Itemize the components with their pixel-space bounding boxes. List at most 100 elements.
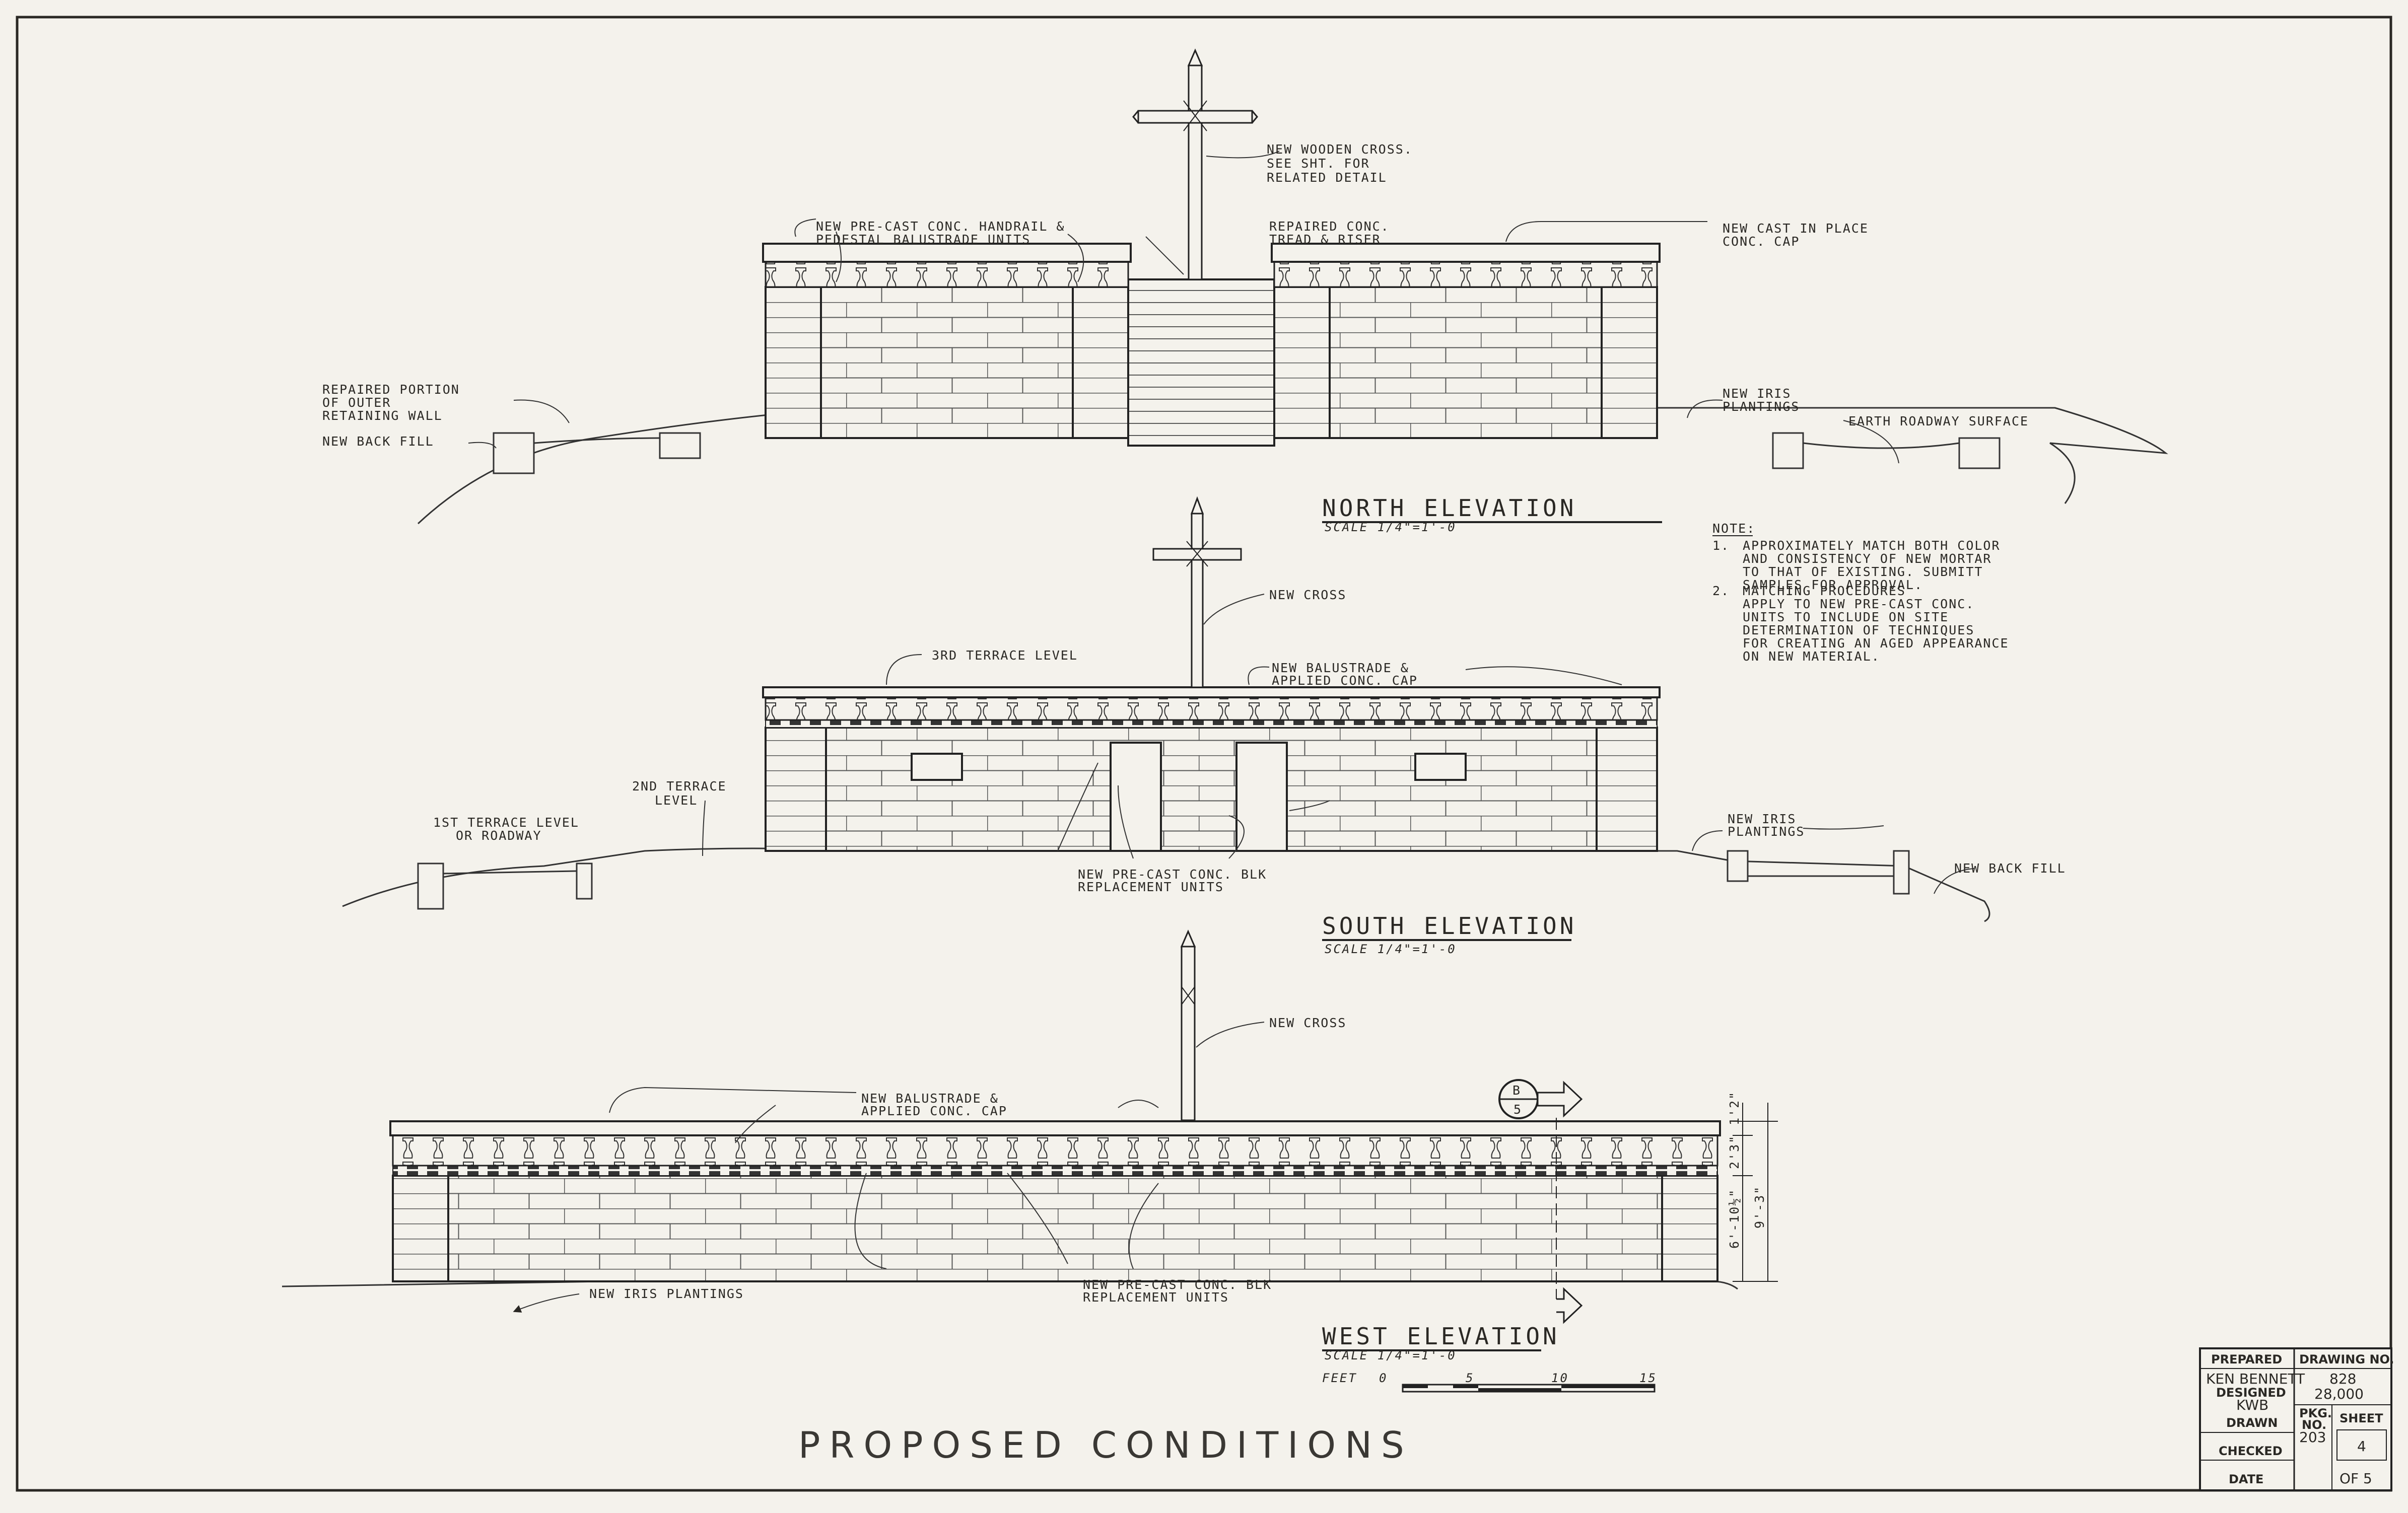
tb-drawing-no-2: 28,000 bbox=[2314, 1386, 2364, 1402]
north-label-repaired-2: OF OUTER bbox=[322, 395, 391, 410]
south-label-terrace2-2: LEVEL bbox=[655, 793, 698, 808]
north-elevation: NEW WOODEN CROSS. SEE SHT. FOR RELATED D… bbox=[322, 48, 2168, 534]
tb-drawing-no-1: 828 bbox=[2329, 1371, 2356, 1387]
tb-pkg-label-1: PKG. bbox=[2299, 1406, 2332, 1420]
south-label-iris-1: NEW IRIS bbox=[1728, 812, 1796, 826]
west-label-balustrade-2: APPLIED CONC. CAP bbox=[861, 1104, 1007, 1118]
note-number-2: 2. bbox=[1712, 584, 1730, 598]
west-label-balustrade-1: NEW BALUSTRADE & bbox=[861, 1091, 999, 1106]
south-window-left bbox=[911, 753, 963, 781]
tb-drawn-label: DRAWN bbox=[2226, 1416, 2278, 1430]
south-label-terrace1-2: OR ROADWAY bbox=[456, 828, 542, 843]
north-label-earth: EARTH ROADWAY SURFACE bbox=[1848, 414, 2029, 428]
south-label-blk-1: NEW PRE-CAST CONC. BLK bbox=[1078, 867, 1267, 882]
section-marker-sheet: 5 bbox=[1513, 1102, 1522, 1117]
south-label-balustrade-1: NEW BALUSTRADE & bbox=[1272, 661, 1409, 675]
tb-designer: KWB bbox=[2236, 1397, 2268, 1413]
west-elevation: B 5 1'2" 2'3" 6'-10½" 9'-3" NEW CROSS NE… bbox=[282, 929, 1778, 1362]
south-terrace-post-left bbox=[417, 862, 444, 910]
north-label-cap-1: NEW CAST IN PLACE bbox=[1723, 221, 1869, 236]
tb-prepared-label: PREPARED bbox=[2211, 1352, 2282, 1366]
south-label-terrace2-1: 2ND TERRACE bbox=[632, 779, 727, 794]
north-label-repaired-3: RETAINING WALL bbox=[322, 408, 443, 423]
south-label-cross: NEW CROSS bbox=[1269, 588, 1346, 602]
tb-date-label: DATE bbox=[2229, 1472, 2263, 1486]
south-terrace-post-right bbox=[1727, 850, 1749, 882]
west-label-blk-2: REPLACEMENT UNITS bbox=[1083, 1290, 1229, 1305]
west-scale: SCALE 1/4"=1'-0 bbox=[1325, 1348, 1457, 1362]
note-heading: NOTE: bbox=[1712, 521, 1755, 536]
north-label-iris-1: NEW IRIS bbox=[1723, 386, 1791, 401]
tb-checked-label: CHECKED bbox=[2219, 1444, 2283, 1458]
note-line-3: TO THAT OF EXISTING. SUBMITT bbox=[1743, 564, 1983, 579]
south-label-balustrade-2: APPLIED CONC. CAP bbox=[1272, 673, 1418, 688]
south-elevation: NEW CROSS 3RD TERRACE LEVEL NEW BALUSTRA… bbox=[342, 496, 2066, 956]
north-retaining-wall-right bbox=[1772, 432, 1804, 469]
dim-cap-height: 1'2" bbox=[1727, 1091, 1742, 1125]
tb-drawing-no-label: DRAWING NO. bbox=[2299, 1352, 2394, 1366]
west-label-iris: NEW IRIS PLANTINGS bbox=[589, 1286, 744, 1301]
tb-sheet-no: 4 bbox=[2357, 1438, 2366, 1455]
north-label-cap-2: CONC. CAP bbox=[1723, 234, 1800, 249]
north-label-repaired-1: REPAIRED PORTION bbox=[322, 382, 460, 397]
sheet-border bbox=[16, 16, 2392, 1492]
dim-total-height: 9'-3" bbox=[1752, 1186, 1767, 1229]
north-label-cross-1: NEW WOODEN CROSS. bbox=[1267, 142, 1413, 157]
west-label-cross: NEW CROSS bbox=[1269, 1016, 1346, 1030]
south-label-terrace3: 3RD TERRACE LEVEL bbox=[932, 648, 1078, 663]
north-right-wall bbox=[1273, 286, 1658, 439]
south-window-right bbox=[1414, 753, 1467, 781]
north-label-iris-2: PLANTINGS bbox=[1723, 399, 1800, 414]
south-title: SOUTH ELEVATION bbox=[1322, 912, 1576, 940]
graphic-scale-bar: FEET 0 5 10 15 bbox=[1322, 1371, 1657, 1393]
note-number-1: 1. bbox=[1712, 538, 1730, 553]
north-label-handrail-2: PEDESTAL BALUSTRADE UNITS bbox=[816, 232, 1030, 247]
note-line-10: ON NEW MATERIAL. bbox=[1743, 649, 1880, 664]
general-notes: NOTE: 1. APPROXIMATELY MATCH BOTH COLOR … bbox=[1712, 521, 2009, 664]
note-line-9: FOR CREATING AN AGED APPEARANCE bbox=[1743, 636, 2009, 651]
south-label-terrace1-1: 1ST TERRACE LEVEL bbox=[433, 815, 579, 830]
south-cross bbox=[1152, 496, 1242, 688]
north-title: NORTH ELEVATION bbox=[1322, 494, 1576, 522]
note-line-2: AND CONSISTENCY OF NEW MORTAR bbox=[1743, 551, 1992, 566]
section-marker: B 5 bbox=[1498, 1079, 1583, 1324]
south-label-iris-2: PLANTINGS bbox=[1728, 824, 1805, 839]
north-cap-right bbox=[1271, 243, 1661, 263]
north-label-cross-3: RELATED DETAIL bbox=[1267, 170, 1387, 185]
tb-sheet-of: OF 5 bbox=[2340, 1470, 2372, 1487]
scale-bar-tick-10: 10 bbox=[1551, 1371, 1569, 1385]
scale-bar-tick-15: 15 bbox=[1639, 1371, 1657, 1385]
north-stairs bbox=[1127, 278, 1275, 447]
note-line-6: APPLY TO NEW PRE-CAST CONC. bbox=[1743, 597, 1974, 611]
west-label-blk-1: NEW PRE-CAST CONC. BLK bbox=[1083, 1277, 1272, 1292]
north-label-cross-2: SEE SHT. FOR bbox=[1267, 156, 1370, 171]
south-label-backfill: NEW BACK FILL bbox=[1954, 861, 2066, 876]
west-cap bbox=[389, 1120, 1721, 1136]
note-line-5: MATCHING PROCEDURES bbox=[1743, 584, 1906, 598]
west-main-wall bbox=[392, 1175, 1718, 1282]
scale-bar-tick-0: 0 bbox=[1379, 1371, 1388, 1385]
west-cross bbox=[1180, 929, 1196, 1121]
north-label-tread-1: REPAIRED CONC. bbox=[1269, 219, 1390, 234]
title-block: PREPARED DRAWING NO. KEN BENNETT DESIGNE… bbox=[2199, 1347, 2394, 1491]
north-cross bbox=[1132, 48, 1258, 280]
dim-wall-height: 6'-10½" bbox=[1727, 1189, 1742, 1249]
north-label-backfill: NEW BACK FILL bbox=[322, 434, 434, 449]
north-label-handrail-1: NEW PRE-CAST CONC. HANDRAIL & bbox=[816, 219, 1065, 234]
note-line-4: SAMPLES FOR APPROVAL. bbox=[1743, 578, 1923, 592]
scale-bar-label: FEET bbox=[1322, 1371, 1357, 1385]
tb-designed-label: DESIGNED bbox=[2216, 1386, 2286, 1400]
west-title: WEST ELEVATION bbox=[1322, 1323, 1560, 1350]
note-line-8: DETERMINATION OF TECHNIQUES bbox=[1743, 623, 1974, 637]
west-ground-line bbox=[282, 1280, 1738, 1290]
note-line-7: UNITS TO INCLUDE ON SITE bbox=[1743, 610, 1949, 624]
tb-pkg-label-2: NO. bbox=[2302, 1418, 2326, 1432]
tb-sheet-label: SHEET bbox=[2340, 1411, 2383, 1425]
north-scale: SCALE 1/4"=1'-0 bbox=[1325, 520, 1457, 534]
scale-bar-tick-5: 5 bbox=[1466, 1371, 1474, 1385]
note-line-1: APPROXIMATELY MATCH BOTH COLOR bbox=[1743, 538, 2001, 553]
south-label-blk-2: REPLACEMENT UNITS bbox=[1078, 880, 1224, 894]
south-main-wall bbox=[765, 727, 1658, 852]
dim-balustrade-height: 2'3" bbox=[1727, 1135, 1742, 1169]
